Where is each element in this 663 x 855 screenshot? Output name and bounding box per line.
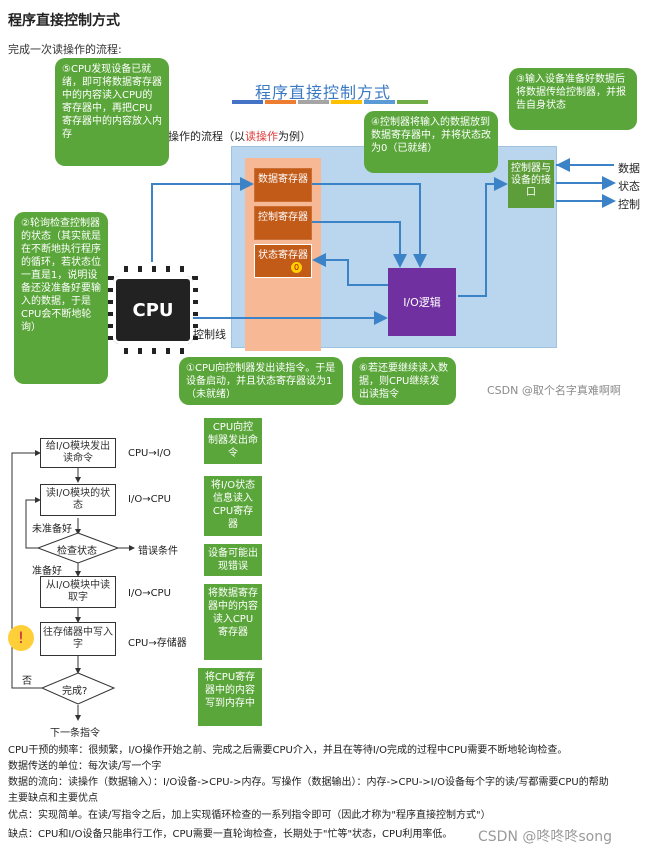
edge-io-cpu-1: I/O→CPU xyxy=(128,494,171,505)
page-title: 程序直接控制方式 xyxy=(8,13,120,29)
text-frequency: CPU干预的频率：很频繁，I/O操作开始之前、完成之后需要CPU介入，并且在等待… xyxy=(8,745,568,756)
flow-step-read-status: 读I/O模块的状态 xyxy=(40,484,116,516)
control-register-label: 控制寄存器 xyxy=(258,212,308,223)
color-bar xyxy=(265,100,296,104)
color-bar xyxy=(298,100,329,104)
data-register-label: 数据寄存器 xyxy=(258,174,308,185)
intro-text: 完成一次读操作的流程: xyxy=(8,43,122,56)
edge-cpu-mem: CPU→存储器 xyxy=(128,638,187,649)
io-logic-block: I/O逻辑 xyxy=(388,268,456,336)
edge-next: 下一条指令 xyxy=(50,728,100,739)
watermark-bottom: CSDN @咚咚咚song xyxy=(478,829,612,845)
emoji-surprised-icon: ! xyxy=(8,625,34,651)
signal-data-label: 数据 xyxy=(618,162,640,175)
bubble-step2: ②轮询检查控制器的状态（其实就是在不断地执行程序的循环，若状态位一直是1，说明设… xyxy=(14,212,108,384)
control-register: 控制寄存器 xyxy=(254,206,312,240)
edge-io-cpu-2: I/O→CPU xyxy=(128,588,171,599)
bubble-step1: ①CPU向控制器发出读指令。于是设备启动，并且状态寄存器设为1（未就绪） xyxy=(179,357,343,405)
controller-interface: 控制器与设备的接口 xyxy=(508,160,554,208)
text-pros: 优点：实现简单。在读/写指令之后，加上实现循环检查的一系列指令即可（因此才称为"… xyxy=(8,810,491,821)
color-bar xyxy=(364,100,395,104)
bubble-step6: ⑥若还要继续读入数据，则CPU继续发出读指令 xyxy=(352,357,456,405)
bubble-step4: ④控制器将输入的数据放到数据寄存器中，并将状态改为0（已就绪） xyxy=(364,111,498,173)
edge-no: 否 xyxy=(22,676,32,687)
text-cons: 缺点：CPU和I/O设备只能串行工作，CPU需要一直轮询检查，长期处于"忙等"状… xyxy=(8,829,453,840)
diagram-title: 程序直接控制方式 xyxy=(255,83,392,102)
edge-ready: 准备好 xyxy=(32,566,62,577)
bubble-step3: ③输入设备准备好数据后将数据传给控制器，并报告自身状态 xyxy=(509,68,637,130)
bubble-step5: ⑤CPU发现设备已就绪，即可将数据寄存器中的内容读入CPU的寄存器中，再把CPU… xyxy=(55,58,169,166)
note-cpu-command: CPU向控制器发出命令 xyxy=(204,418,262,464)
subtitle-prefix: 操作的流程（以 xyxy=(168,130,245,143)
text-flow: 数据的流向：读操作（数据输入）：I/O设备->CPU->内存。写操作（数据输出）… xyxy=(8,777,609,788)
status-register: 状态寄存器 xyxy=(254,244,312,278)
control-line-label: 控制线 xyxy=(193,328,226,341)
watermark-top: CSDN @取个名字真难啊啊 xyxy=(487,384,621,397)
cpu-label: CPU xyxy=(113,276,193,344)
decision-check-status: 检查状态 xyxy=(57,546,97,557)
signal-control-label: 控制 xyxy=(618,198,640,211)
flowchart-lines xyxy=(11,450,135,721)
text-unit: 数据传送的单位：每次读/写一个字 xyxy=(8,761,162,772)
diagram-arrows xyxy=(151,158,616,325)
note-data-to-cpu: 将数据寄存器中的内容读入CPU寄存器 xyxy=(204,584,262,660)
status-register-label: 状态寄存器 xyxy=(258,250,308,261)
flow-step-read-word: 从I/O模块中读取字 xyxy=(40,576,116,608)
decision-done: 完成? xyxy=(62,686,88,697)
diagram-subtitle: 操作的流程（以读操作为例） xyxy=(168,128,311,144)
cpu-chip-icon xyxy=(108,266,198,354)
edge-cpu-io: CPU→I/O xyxy=(128,448,171,459)
edge-error: 错误条件 xyxy=(138,546,178,557)
flow-step-write-mem: 往存储器中写入字 xyxy=(40,622,116,656)
note-device-error: 设备可能出现错误 xyxy=(204,544,262,576)
edge-not-ready: 未准备好 xyxy=(32,524,72,535)
flow-step-send-read: 给I/O模块发出读命令 xyxy=(40,438,116,468)
color-bar xyxy=(397,100,428,104)
note-cpu-to-mem: 将CPU寄存器中的内容写到内存中 xyxy=(198,668,262,726)
signal-status-label: 状态 xyxy=(618,180,640,193)
data-register: 数据寄存器 xyxy=(254,168,312,202)
text-main: 主要缺点和主要优点 xyxy=(8,793,98,804)
subtitle-highlight: 读操作 xyxy=(245,130,278,143)
status-bit: 0 xyxy=(291,262,302,273)
color-bars xyxy=(232,100,428,106)
color-bar xyxy=(331,100,362,104)
color-bar xyxy=(232,100,263,104)
subtitle-suffix: 为例） xyxy=(278,130,311,143)
note-status-to-reg: 将I/O状态信息读入CPU寄存器 xyxy=(204,476,262,536)
